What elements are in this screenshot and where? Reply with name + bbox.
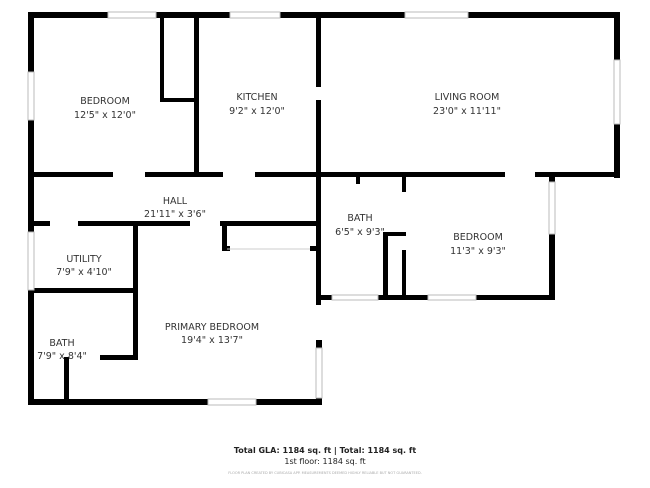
room-name: BEDROOM [80,96,130,107]
room-dims: 9'2" x 12'0" [229,106,285,117]
walls [28,12,620,405]
floor-area: 1st floor: 1184 sq. ft [284,457,366,466]
room-name: LIVING ROOM [435,92,500,103]
room-dims: 11'3" x 9'3" [450,246,506,257]
room-dims: 19'4" x 13'7" [181,335,243,346]
room-dims: 6'5" x 9'3" [335,227,385,238]
room-dims: 7'9" x 8'4" [37,351,87,362]
room-name: HALL [163,196,188,207]
room-name: BATH [49,338,74,349]
room-dims: 23'0" x 11'11" [433,106,501,117]
windows [27,11,621,406]
room-name: PRIMARY BEDROOM [165,322,259,333]
disclaimer: FLOOR PLAN CREATED BY CUBICASA APP. MEAS… [228,471,422,475]
room-dims: 12'5" x 12'0" [74,110,136,121]
total-area: Total GLA: 1184 sq. ft | Total: 1184 sq.… [233,446,417,455]
room-name: KITCHEN [236,92,277,103]
room-name: BATH [347,213,372,224]
room-labels: BEDROOM 12'5" x 12'0" KITCHEN 9'2" x 12'… [37,92,506,362]
room-name: BEDROOM [453,232,503,243]
room-dims: 21'11" x 3'6" [144,209,206,220]
room-name: UTILITY [66,254,101,265]
room-dims: 7'9" x 4'10" [56,267,112,278]
